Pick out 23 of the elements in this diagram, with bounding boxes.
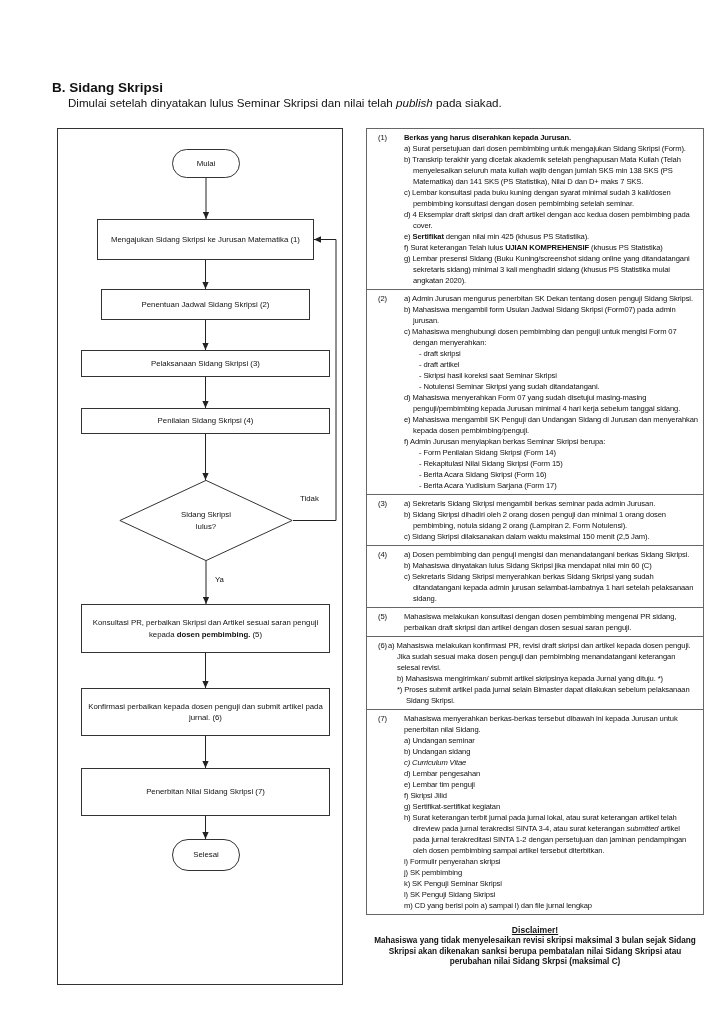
- step-detail-panel: [366, 128, 704, 290]
- flow-arrow: [202, 259, 209, 290]
- flowchart-frame: [57, 128, 343, 985]
- flow-arrow: [202, 376, 209, 409]
- subtitle: Dimulai setelah dinyatakan lulus Seminar Skripsi dan nilai telah publish pada siakad.: [68, 96, 502, 110]
- step-detail-panel: [366, 546, 704, 608]
- step-detail-panel: [366, 608, 704, 637]
- section-title: B. Sidang Skripsi: [52, 80, 164, 96]
- step-detail-panel: [366, 290, 704, 495]
- flow-arrow: [202, 815, 209, 840]
- flow-arrow: [202, 652, 209, 689]
- flow-arrow: [202, 433, 209, 481]
- decision-diamond: [119, 480, 293, 561]
- step-detail-panel: [366, 637, 704, 710]
- step-detail-panel: [366, 495, 704, 546]
- step-detail-panel: [366, 710, 704, 915]
- flow-arrow: [292, 236, 337, 521]
- flow-arrow: [202, 735, 209, 769]
- flow-arrow: [202, 560, 210, 605]
- flow-arrow: [202, 177, 210, 220]
- flow-arrow: [202, 319, 209, 351]
- disclaimer-heading: Disclaimer!: [511, 925, 559, 936]
- disclaimer-text: Mahasiswa yang tidak menyelesaikan revisi skripsi maksimal 3 bulan sejak Sidang Skripsi akan dikenakan sanksi berupa pembatalan nilai Sidang Skripsi atau perubahan nilai Sidang Skrpsi (maksimal C): [373, 936, 697, 968]
